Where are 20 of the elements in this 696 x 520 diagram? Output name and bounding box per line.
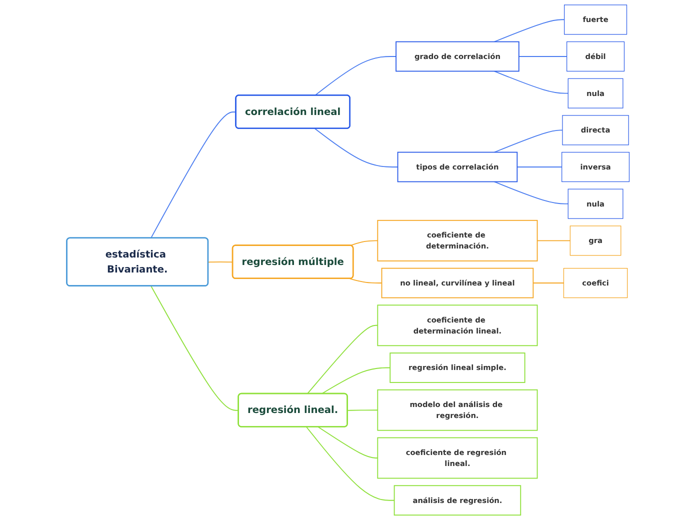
connector — [347, 410, 378, 411]
connector — [321, 367, 391, 394]
connector — [208, 261, 234, 263]
connector — [532, 282, 564, 284]
connector — [306, 324, 378, 394]
connector — [494, 130, 563, 153]
connector — [314, 128, 398, 168]
connector — [150, 286, 240, 411]
connector — [516, 166, 562, 168]
connector — [494, 70, 569, 94]
connector — [306, 426, 395, 501]
connector — [318, 426, 378, 458]
connector — [314, 56, 396, 96]
connector — [536, 240, 571, 242]
connector — [349, 278, 382, 284]
connector — [494, 181, 569, 204]
connector — [494, 19, 565, 42]
connector — [150, 112, 237, 239]
connector — [518, 56, 568, 57]
connector — [349, 240, 378, 246]
